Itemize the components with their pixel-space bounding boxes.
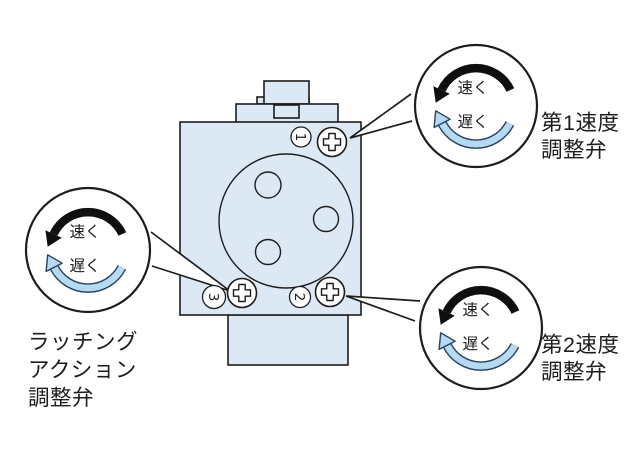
fast-arrow-head xyxy=(438,308,455,325)
second-speed-screw xyxy=(314,276,346,308)
fast-arrow-arc xyxy=(442,285,520,314)
callout-second-speed: 速く 遅く xyxy=(418,265,544,391)
port-hole-3 xyxy=(254,238,282,266)
fast-label: 速く xyxy=(69,223,100,241)
callout-circle-second-speed xyxy=(418,265,544,391)
slow-label: 遅く xyxy=(457,113,488,131)
bottom-tab xyxy=(227,314,349,366)
slow-arrow-head xyxy=(433,110,451,129)
fast-arrow-head xyxy=(433,86,450,103)
fast-arrow-arc xyxy=(437,63,515,92)
svg-text:調整弁: 調整弁 xyxy=(541,360,607,384)
first-speed-valve-label: 第1速度 調整弁 xyxy=(541,111,619,162)
screw-number-badge-1: 1 xyxy=(290,126,312,148)
svg-text:ラッチング: ラッチング xyxy=(28,330,138,354)
slow-label: 遅く xyxy=(69,257,100,275)
face-circle xyxy=(218,153,354,289)
second-speed-valve-label: 第2速度 調整弁 xyxy=(541,333,619,384)
slow-label: 遅く xyxy=(462,335,493,353)
screw-number-badge-3: 3 xyxy=(201,284,227,310)
callout-first-speed: 速く 遅く xyxy=(413,43,539,169)
knob-top xyxy=(263,80,310,105)
svg-text:第2速度: 第2速度 xyxy=(541,333,619,357)
slow-arrow-head xyxy=(438,332,456,351)
fast-label: 速く xyxy=(457,79,488,97)
callout-circle-latching xyxy=(24,186,152,314)
fast-label: 速く xyxy=(462,301,493,319)
valve-body xyxy=(179,80,362,366)
phillips-screw-icon xyxy=(320,282,340,302)
latching-screw xyxy=(226,277,258,309)
knob-notch xyxy=(273,104,300,119)
callout-circle-first-speed xyxy=(413,43,539,169)
screw-number-badge-2: 2 xyxy=(288,285,312,309)
slow-arrow-head xyxy=(45,254,63,273)
svg-text:調整弁: 調整弁 xyxy=(541,138,607,162)
svg-text:アクション: アクション xyxy=(28,358,137,382)
svg-text:1: 1 xyxy=(292,133,308,142)
callout-latching: 速く 遅く xyxy=(24,186,152,314)
port-hole-2 xyxy=(312,205,340,233)
port-hole-1 xyxy=(254,171,282,199)
phillips-screw-icon xyxy=(322,132,342,152)
latching-action-valve-label: ラッチング アクション 調整弁 xyxy=(28,330,138,410)
fast-arrow-arc xyxy=(49,207,127,236)
fast-arrow-head xyxy=(45,230,62,247)
svg-text:3: 3 xyxy=(205,293,221,302)
callout-tail-second-speed xyxy=(345,295,421,322)
slow-arrow-arc xyxy=(51,265,125,292)
svg-text:調整弁: 調整弁 xyxy=(28,386,94,410)
slow-arrow-arc xyxy=(444,343,518,370)
svg-text:2: 2 xyxy=(291,293,307,302)
callout-tail-first-speed xyxy=(349,93,413,139)
phillips-screw-icon xyxy=(232,283,252,303)
first-speed-screw xyxy=(316,126,348,158)
slow-arrow-arc xyxy=(439,121,513,148)
svg-text:第1速度: 第1速度 xyxy=(541,111,619,135)
